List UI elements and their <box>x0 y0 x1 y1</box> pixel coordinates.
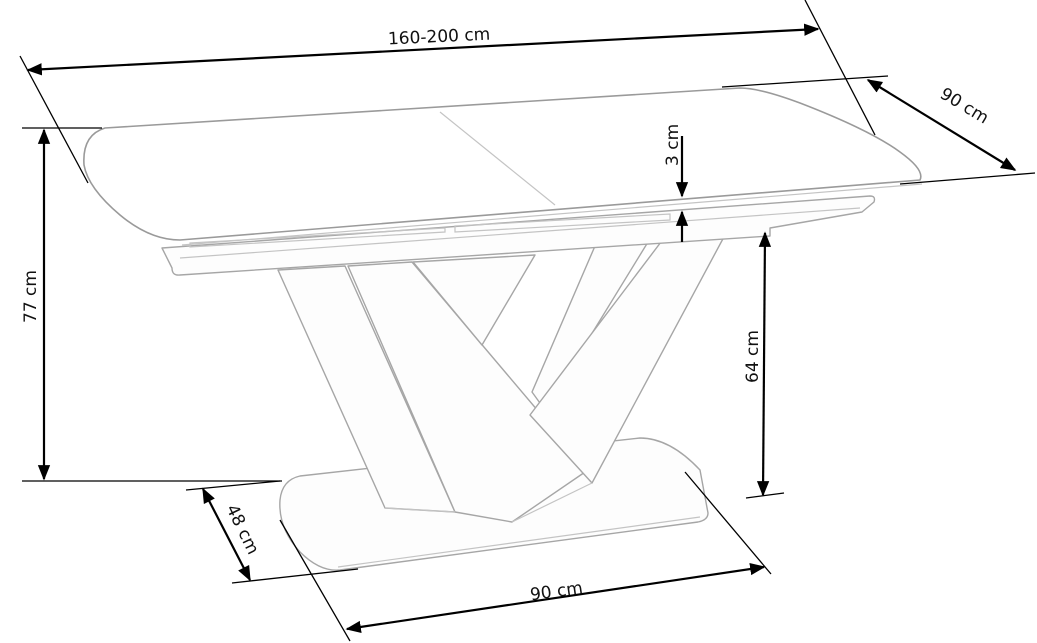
total-height-label: 77 cm <box>21 270 41 323</box>
clearance-height-label: 64 cm <box>743 330 763 383</box>
dimension-clearance-height: 64 cm <box>743 231 785 499</box>
depth-label: 90 cm <box>936 84 992 128</box>
pedestal-inner-v <box>412 254 536 346</box>
pedestal-center-blade <box>347 261 589 523</box>
length-label: 160-200 cm <box>388 25 491 50</box>
dimension-base-width: 90 cm <box>279 471 772 642</box>
base-width-label: 90 cm <box>529 578 584 605</box>
dimension-length: 160-200 cm <box>19 0 876 184</box>
base-depth-label: 48 cm <box>222 501 263 557</box>
extension-seam <box>439 111 556 206</box>
table-top <box>83 87 922 241</box>
top-thickness-label: 3 cm <box>663 124 683 166</box>
dimension-top-thickness: 3 cm <box>663 124 689 242</box>
table-apron <box>161 195 876 276</box>
table-drawing <box>83 87 923 571</box>
dimension-total-height: 77 cm <box>21 127 282 482</box>
